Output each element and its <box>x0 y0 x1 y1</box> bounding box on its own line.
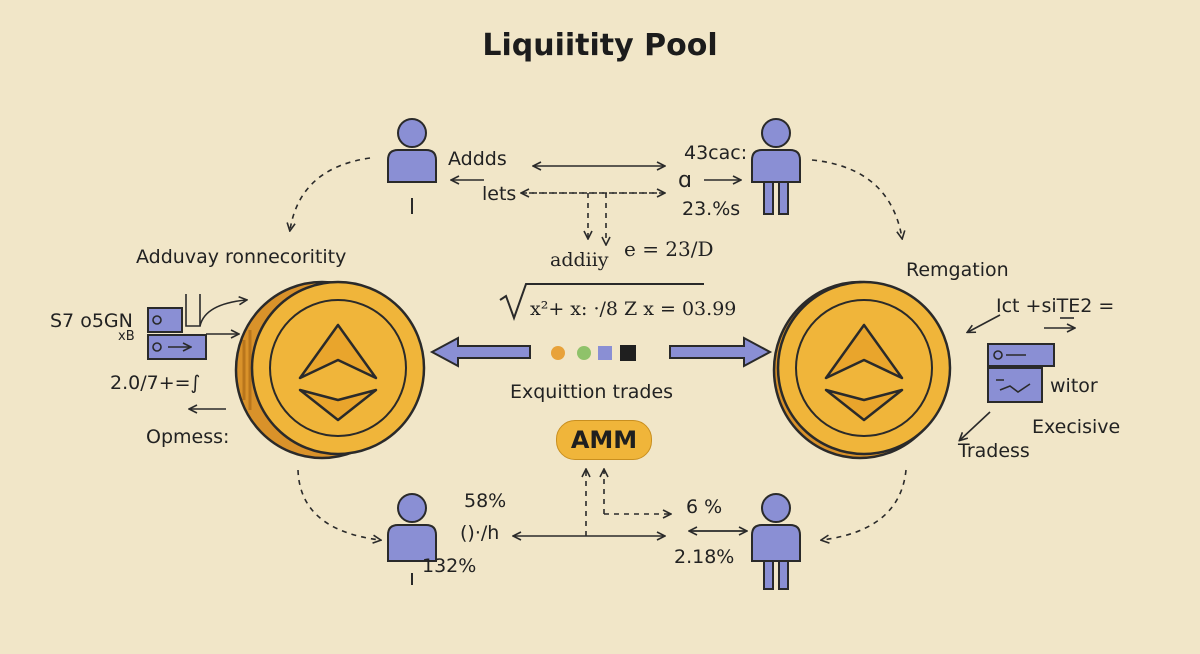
person-bottom-right-icon <box>751 493 801 590</box>
amm-badge: AMM <box>556 420 652 460</box>
legend-green-dot <box>577 346 591 360</box>
dashed-arrows <box>290 157 907 540</box>
label-left-xb: xB <box>118 329 135 344</box>
label-bottom-pct3: 6 % <box>686 496 723 518</box>
person-bottom-left-icon <box>387 493 437 585</box>
sqrt-symbol-icon <box>499 283 704 321</box>
label-bottom-pct4: 2.18% <box>674 546 735 568</box>
left-block-arrow-icon <box>429 336 531 368</box>
label-center-trades: Exquittion trades <box>510 381 674 403</box>
label-top-right-pct: 23.%s <box>682 198 741 220</box>
label-left-eq: 2.0/7+=∫ <box>110 372 201 394</box>
right-output-boxes <box>960 314 1074 440</box>
left-input-boxes <box>147 294 246 360</box>
page-title: Liquiitity Pool <box>482 28 718 63</box>
label-left-op: Opmess: <box>146 426 230 448</box>
label-right-witor: witor <box>1050 375 1098 397</box>
label-top-right-glyph: ɑ <box>678 168 692 193</box>
left-coin-icon <box>234 280 426 460</box>
label-left-code: S7 o5GN <box>50 310 133 332</box>
right-block-arrow-icon <box>669 336 773 368</box>
legend-black-square <box>620 345 636 361</box>
label-center-eq1: e = 23/D <box>624 237 714 261</box>
label-bottom-rate: ()·/h <box>460 522 500 544</box>
label-center-top: addiiy <box>550 249 609 271</box>
solid-arrows <box>190 180 746 531</box>
label-lets: lets <box>482 183 517 205</box>
label-top-right-code: 43cac: <box>684 142 748 164</box>
right-coin-icon <box>772 280 952 460</box>
label-right-exec: Execisive <box>1032 416 1121 438</box>
legend-orange-dot <box>551 346 565 360</box>
label-right-code: Ict +siTE2 = <box>996 295 1115 317</box>
person-top-right-icon <box>751 118 801 215</box>
legend-purple-square <box>598 346 612 360</box>
label-right-heading: Remgation <box>906 259 1009 281</box>
label-adds: Addds <box>448 148 507 170</box>
person-top-left-icon <box>387 118 437 214</box>
label-left-heading: Adduvay ronnecoritity <box>136 246 347 268</box>
label-center-eq2: x²+ x: ·/8 Z x = 03.99 <box>530 298 737 320</box>
label-bottom-pct2: 132% <box>422 555 477 577</box>
label-bottom-pct1: 58% <box>464 490 507 512</box>
label-right-trades: Tradess <box>958 440 1030 462</box>
